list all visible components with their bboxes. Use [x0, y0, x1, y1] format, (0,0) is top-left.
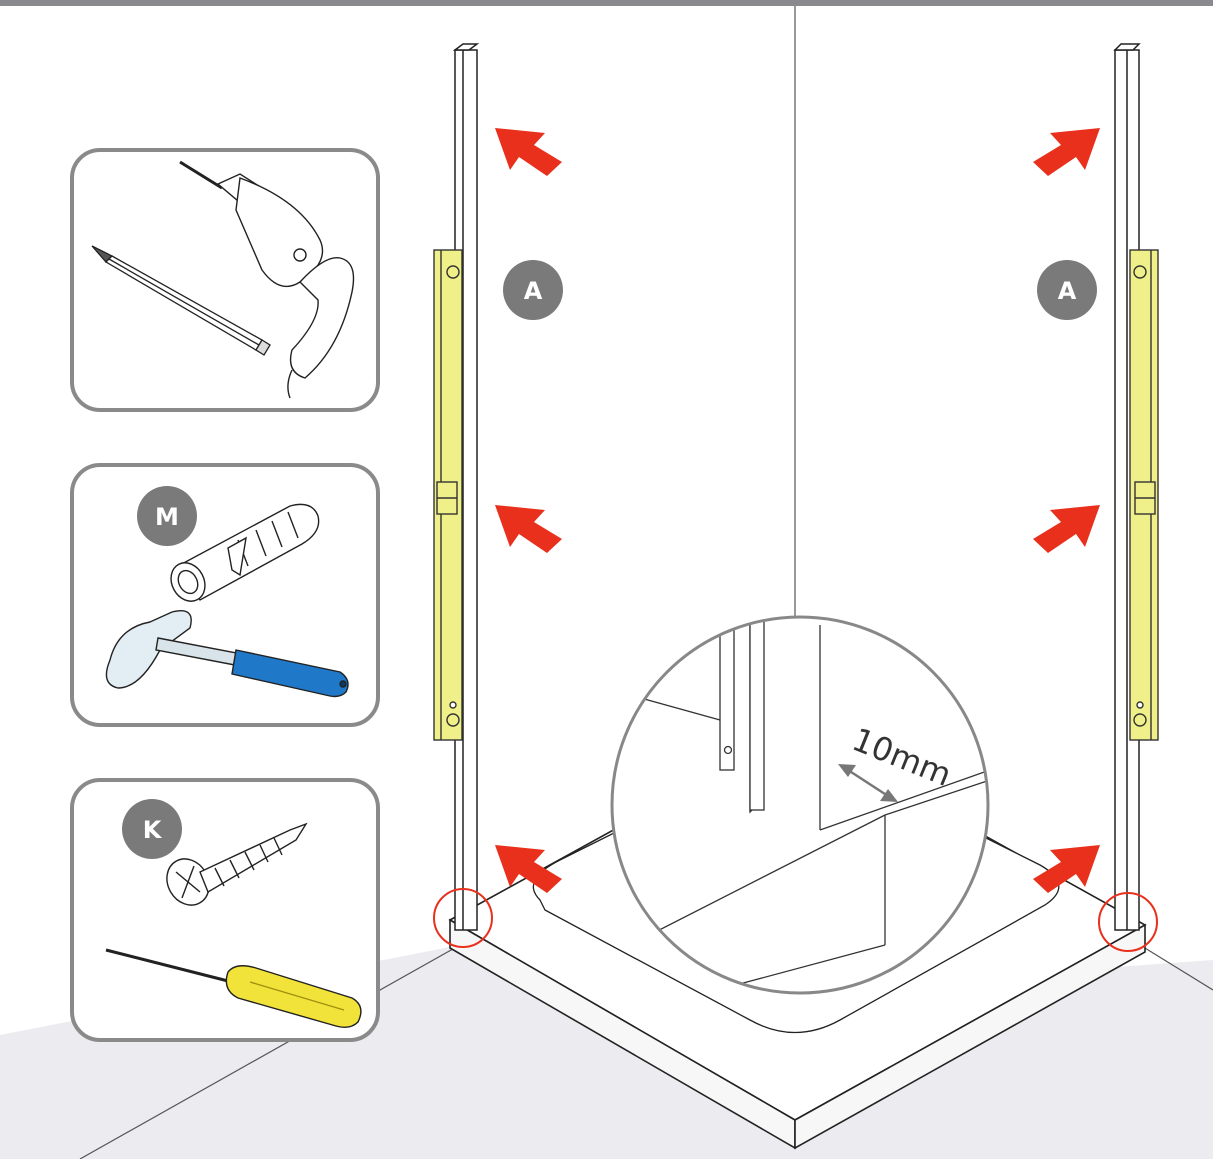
callout-badge-k: K	[122, 799, 182, 859]
drill-icon	[179, 160, 355, 399]
callout-label-a-right: A	[1058, 277, 1077, 305]
gap-measure-arrow-icon	[838, 764, 898, 802]
hammer-icon	[105, 610, 349, 698]
callout-label-a-left: A	[524, 277, 543, 305]
spirit-level-left	[433, 249, 463, 741]
arrow-right-bottom-icon	[1033, 845, 1100, 893]
arrow-right-middle-icon	[1033, 505, 1100, 553]
callout-badge-m: M	[137, 486, 197, 546]
spirit-level-right	[1129, 249, 1159, 741]
top-bar	[0, 0, 1213, 6]
arrow-left-top-icon	[495, 128, 562, 176]
callout-badge-a-left: A	[503, 260, 563, 320]
arrow-left-middle-icon	[495, 505, 562, 553]
wall-plug-icon	[170, 503, 320, 602]
tool-panel-screw: K	[70, 778, 380, 1042]
arrow-left-bottom-icon	[495, 845, 562, 893]
magnifier-detail: 10mm	[610, 615, 990, 995]
callout-label-m: M	[155, 503, 179, 531]
callout-label-k: K	[143, 816, 163, 844]
screwdriver-icon	[105, 948, 362, 1029]
highlight-circle-right	[1098, 892, 1158, 952]
callout-badge-a-right: A	[1037, 260, 1097, 320]
highlight-circle-left	[433, 888, 493, 948]
arrow-right-top-icon	[1033, 128, 1100, 176]
tool-panel-plug: M	[70, 463, 380, 727]
screw-icon	[166, 822, 308, 906]
tool-panel-drill	[70, 148, 380, 412]
pencil-icon	[91, 245, 271, 356]
